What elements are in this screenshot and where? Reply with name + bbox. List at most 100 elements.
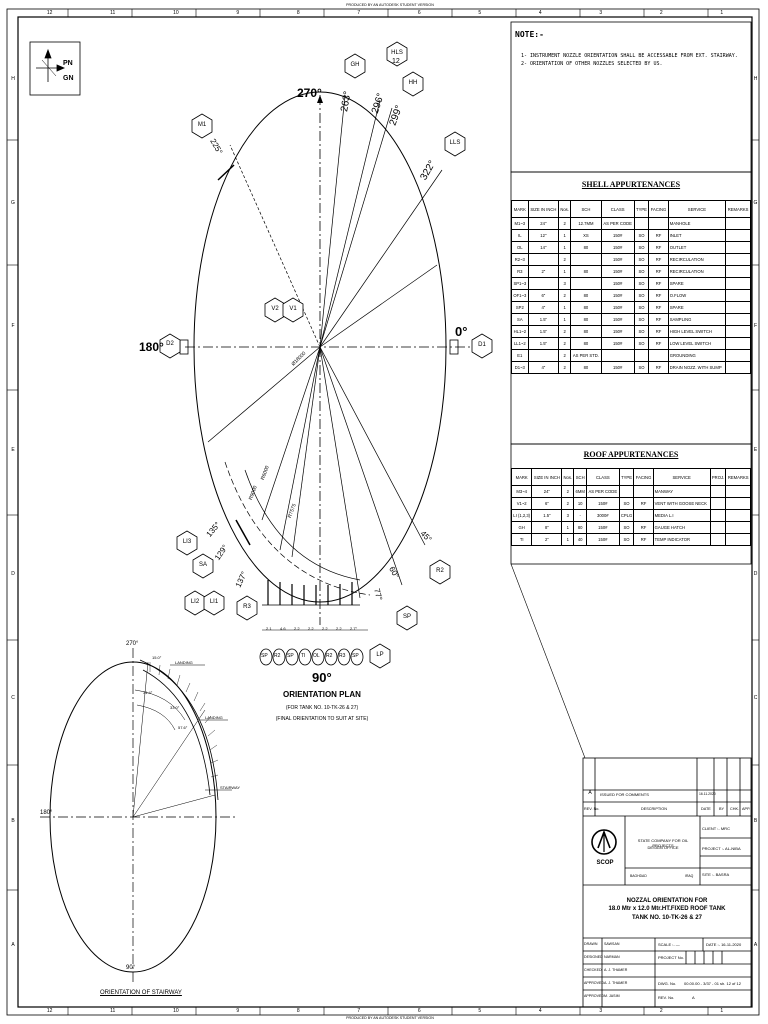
border-number: 2	[659, 10, 663, 16]
shell-table-header-cell: SIZE IN INCH	[527, 200, 560, 218]
roof-table-cell: M3~4	[510, 485, 533, 498]
shell-table-cell: SAMPLING	[667, 313, 727, 326]
nozzle-tag-li2: LI2	[190, 599, 200, 605]
dim-label: 2.1	[266, 626, 272, 631]
roof-table-cell: -	[573, 509, 588, 522]
roof-table-cell: MANWAY	[652, 485, 711, 498]
roof-table-cell: RF	[633, 533, 654, 546]
roof-table-cell: 10	[573, 497, 588, 510]
shell-table-header-cell: SERVICE	[667, 200, 727, 218]
roof-table-cell: 80	[573, 521, 588, 534]
border-letter: B	[753, 818, 758, 825]
project-value: AL-NIBA	[725, 846, 741, 851]
border-number: 6	[417, 1008, 421, 1014]
roof-table-cell: 3000#	[586, 509, 620, 522]
revision-header-row: REV. No. DESCRIPTION DATE BY CHK. APP.	[583, 803, 751, 816]
shell-table-cell: 12"	[527, 229, 560, 242]
border-number: 7	[357, 1008, 361, 1014]
shell-table-cell: SO	[633, 301, 650, 314]
shell-table-cell	[725, 265, 751, 278]
signature-grid: DRAWN SAWSAN DESIGNED NARMAN CHECKED A. …	[583, 938, 655, 1007]
roof-table-cell	[709, 509, 727, 522]
shell-table-cell: 14"	[527, 241, 560, 254]
shell-table-cell: 1	[558, 229, 572, 242]
roof-table-header-cell: TYPE	[618, 468, 635, 486]
shell-table-cell: OF1~3	[511, 289, 529, 302]
shell-table-cell: AS PER CODE	[600, 217, 635, 230]
shell-table-cell: SP1~3	[511, 277, 529, 290]
shell-table-cell: 80	[570, 325, 602, 338]
dim-label: 2.2	[308, 626, 314, 631]
header-banner: PRODUCED BY AN AUTODESK STUDENT VERSION	[346, 3, 434, 7]
shell-table-cell	[633, 349, 650, 362]
angle-180-label: 180°	[139, 340, 164, 354]
border-number: 8	[296, 10, 300, 16]
rev-header: DATE	[701, 807, 711, 811]
shell-table-cell: SO	[633, 253, 650, 266]
border-number: 6	[417, 10, 421, 16]
shell-table-cell	[725, 361, 751, 374]
shell-table-cell: AS PER STD.	[570, 349, 602, 362]
sig-role: DESIGNED	[584, 955, 603, 959]
roof-table-cell: 1.5"	[531, 509, 563, 522]
roof-table-cell	[633, 485, 654, 498]
shell-table-cell: GROUNDING	[667, 349, 727, 362]
revision-description: ISSUED FOR COMMENTS	[600, 792, 649, 797]
nozzle-tag-gh: GH	[350, 62, 360, 68]
border-number: 4	[538, 10, 542, 16]
nozzle-tag-lls: LLS	[449, 140, 461, 146]
shell-table-cell	[725, 217, 751, 230]
title-line2: 18.0 Mtr x 12.0 Mtr.HT.FIXED ROOF TANK	[608, 906, 726, 912]
shell-table-cell	[725, 289, 751, 302]
border-letter: D	[11, 570, 15, 577]
shell-table-header-cell: REMARKS	[725, 200, 751, 218]
shell-table-cell: 2	[558, 217, 572, 230]
shell-table-cell: R3	[511, 265, 529, 278]
nozzle-tag-r2: R2	[436, 568, 444, 574]
roof-table-cell: AS PER CODE	[586, 485, 620, 498]
revision-date: 16.11.2020	[699, 792, 716, 796]
border-letter: B	[11, 818, 15, 825]
roof-table-header-cell: Nos.	[561, 468, 575, 486]
roof-table-cell	[709, 497, 727, 510]
shell-table-cell: RF	[648, 301, 669, 314]
shell-table-header-cell: Nos.	[558, 200, 572, 218]
shell-table-cell: SO	[633, 313, 650, 326]
border-letters-right: H G F E D C B A	[752, 17, 759, 1007]
project-label: PROJECT :- AL-NIBA	[702, 846, 741, 851]
date-label: DATE :-	[706, 942, 720, 947]
note-item: 1- INSTRUMENT NOZZLE ORIENTATION SHALL B…	[521, 53, 738, 59]
shell-table-cell: 4"	[527, 361, 560, 374]
shell-table-cell: R2~3	[511, 253, 529, 266]
roof-table-cell: LI (1,2,3)	[510, 509, 533, 522]
border-letter: F	[753, 323, 758, 330]
shell-table-cell: RF	[648, 265, 669, 278]
bottom-dims-row: 2.1 4.6 2.2 2.2 2.2 2.2 2.7°	[262, 626, 372, 632]
shell-table-cell: D1~3	[511, 361, 529, 374]
border-letter: A	[753, 942, 758, 949]
shell-table-cell	[633, 217, 650, 230]
shell-table-cell: SO	[633, 277, 650, 290]
shell-table-cell	[725, 337, 751, 350]
roof-table-cell: 150#	[586, 521, 620, 534]
shell-table-cell: SA	[511, 313, 529, 326]
rev-no-value: A	[692, 995, 695, 1000]
shell-table-cell	[725, 313, 751, 326]
sig-role: CHECKED	[584, 968, 602, 972]
shell-table-cell: 2	[558, 289, 572, 302]
shell-table-cell: 1.5"	[527, 337, 560, 350]
border-letter: F	[11, 323, 15, 330]
stair-label: LANDING	[205, 715, 223, 720]
project-no-label: PROJECT No.	[658, 955, 684, 960]
angle-0-label: 0°	[455, 324, 468, 339]
shell-table-cell: 2"	[527, 265, 560, 278]
shell-table-cell	[725, 301, 751, 314]
shell-table-cell: OL	[511, 241, 529, 254]
outer-border	[6, 8, 760, 1016]
shell-table-cell	[570, 253, 602, 266]
shell-table-header-cell: FACING	[648, 200, 669, 218]
shell-table-cell: 1.5"	[527, 313, 560, 326]
stairway-title: ORIENTATION OF STAIRWAY	[100, 990, 182, 996]
